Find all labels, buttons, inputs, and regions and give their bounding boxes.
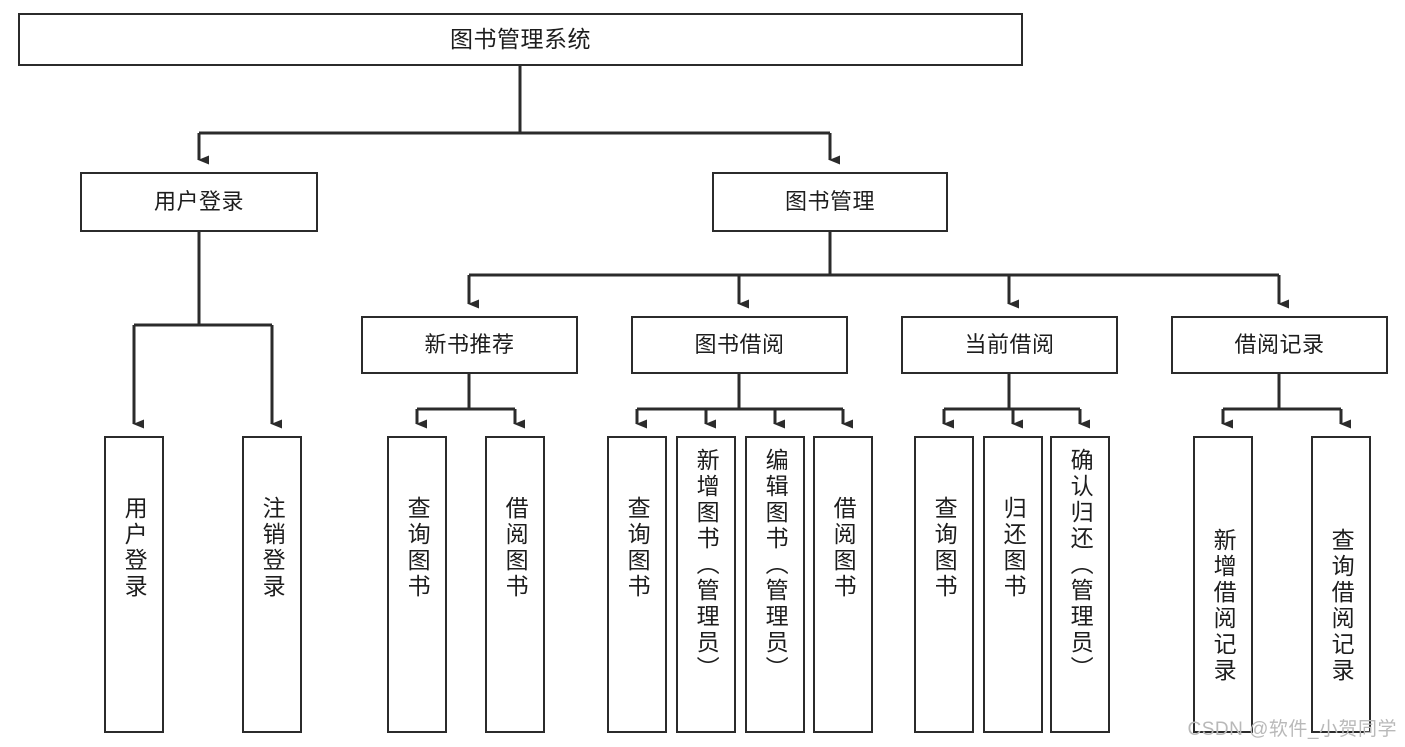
node-leaf-return-book-label: 归还图书 bbox=[1000, 496, 1027, 600]
node-leaf-query-book-1-label: 查询图书 bbox=[404, 496, 431, 600]
node-leaf-return-book[interactable]: 归还图书 bbox=[983, 436, 1043, 733]
node-leaf-query-borrow-record[interactable]: 查询借阅记录 bbox=[1311, 436, 1371, 733]
node-borrow-record-label: 借阅记录 bbox=[1234, 332, 1325, 357]
node-leaf-query-book-3[interactable]: 查询图书 bbox=[914, 436, 974, 733]
node-leaf-borrow-book-1-label: 借阅图书 bbox=[502, 496, 529, 600]
node-book-management[interactable]: 图书管理 bbox=[712, 172, 948, 232]
node-leaf-query-book-3-label: 查询图书 bbox=[931, 496, 958, 600]
node-leaf-query-book-1[interactable]: 查询图书 bbox=[387, 436, 447, 733]
node-root-system[interactable]: 图书管理系统 bbox=[18, 13, 1023, 66]
node-root-system-label: 图书管理系统 bbox=[450, 26, 591, 52]
node-current-borrow-label: 当前借阅 bbox=[964, 332, 1055, 357]
node-new-book-recommend-label: 新书推荐 bbox=[424, 332, 515, 357]
node-leaf-query-book-2-label: 查询图书 bbox=[624, 496, 651, 600]
node-leaf-borrow-book-2[interactable]: 借阅图书 bbox=[813, 436, 873, 733]
node-leaf-add-book-admin[interactable]: 新增图书（管理员） bbox=[676, 436, 736, 733]
node-leaf-edit-book-admin-label: 编辑图书（管理员） bbox=[762, 448, 789, 682]
node-leaf-user-login[interactable]: 用户登录 bbox=[104, 436, 164, 733]
node-user-login-label: 用户登录 bbox=[153, 189, 244, 214]
node-leaf-query-book-2[interactable]: 查询图书 bbox=[607, 436, 667, 733]
node-leaf-borrow-book-2-label: 借阅图书 bbox=[830, 496, 857, 600]
node-book-borrow-label: 图书借阅 bbox=[694, 332, 785, 357]
node-book-borrow[interactable]: 图书借阅 bbox=[631, 316, 848, 374]
node-borrow-record[interactable]: 借阅记录 bbox=[1171, 316, 1388, 374]
node-current-borrow[interactable]: 当前借阅 bbox=[901, 316, 1118, 374]
node-leaf-add-book-admin-label: 新增图书（管理员） bbox=[693, 448, 720, 682]
node-leaf-confirm-return-admin[interactable]: 确认归还（管理员） bbox=[1050, 436, 1110, 733]
node-leaf-user-login-label: 用户登录 bbox=[121, 496, 148, 600]
node-leaf-confirm-return-admin-label: 确认归还（管理员） bbox=[1067, 448, 1094, 682]
node-leaf-query-borrow-record-label: 查询借阅记录 bbox=[1328, 528, 1355, 684]
node-user-login[interactable]: 用户登录 bbox=[80, 172, 318, 232]
node-leaf-logout-login[interactable]: 注销登录 bbox=[242, 436, 302, 733]
node-leaf-borrow-book-1[interactable]: 借阅图书 bbox=[485, 436, 545, 733]
node-leaf-add-borrow-record-label: 新增借阅记录 bbox=[1210, 528, 1237, 684]
node-new-book-recommend[interactable]: 新书推荐 bbox=[361, 316, 578, 374]
node-leaf-edit-book-admin[interactable]: 编辑图书（管理员） bbox=[745, 436, 805, 733]
node-book-management-label: 图书管理 bbox=[784, 189, 875, 214]
node-leaf-logout-login-label: 注销登录 bbox=[259, 496, 286, 600]
node-leaf-add-borrow-record[interactable]: 新增借阅记录 bbox=[1193, 436, 1253, 733]
